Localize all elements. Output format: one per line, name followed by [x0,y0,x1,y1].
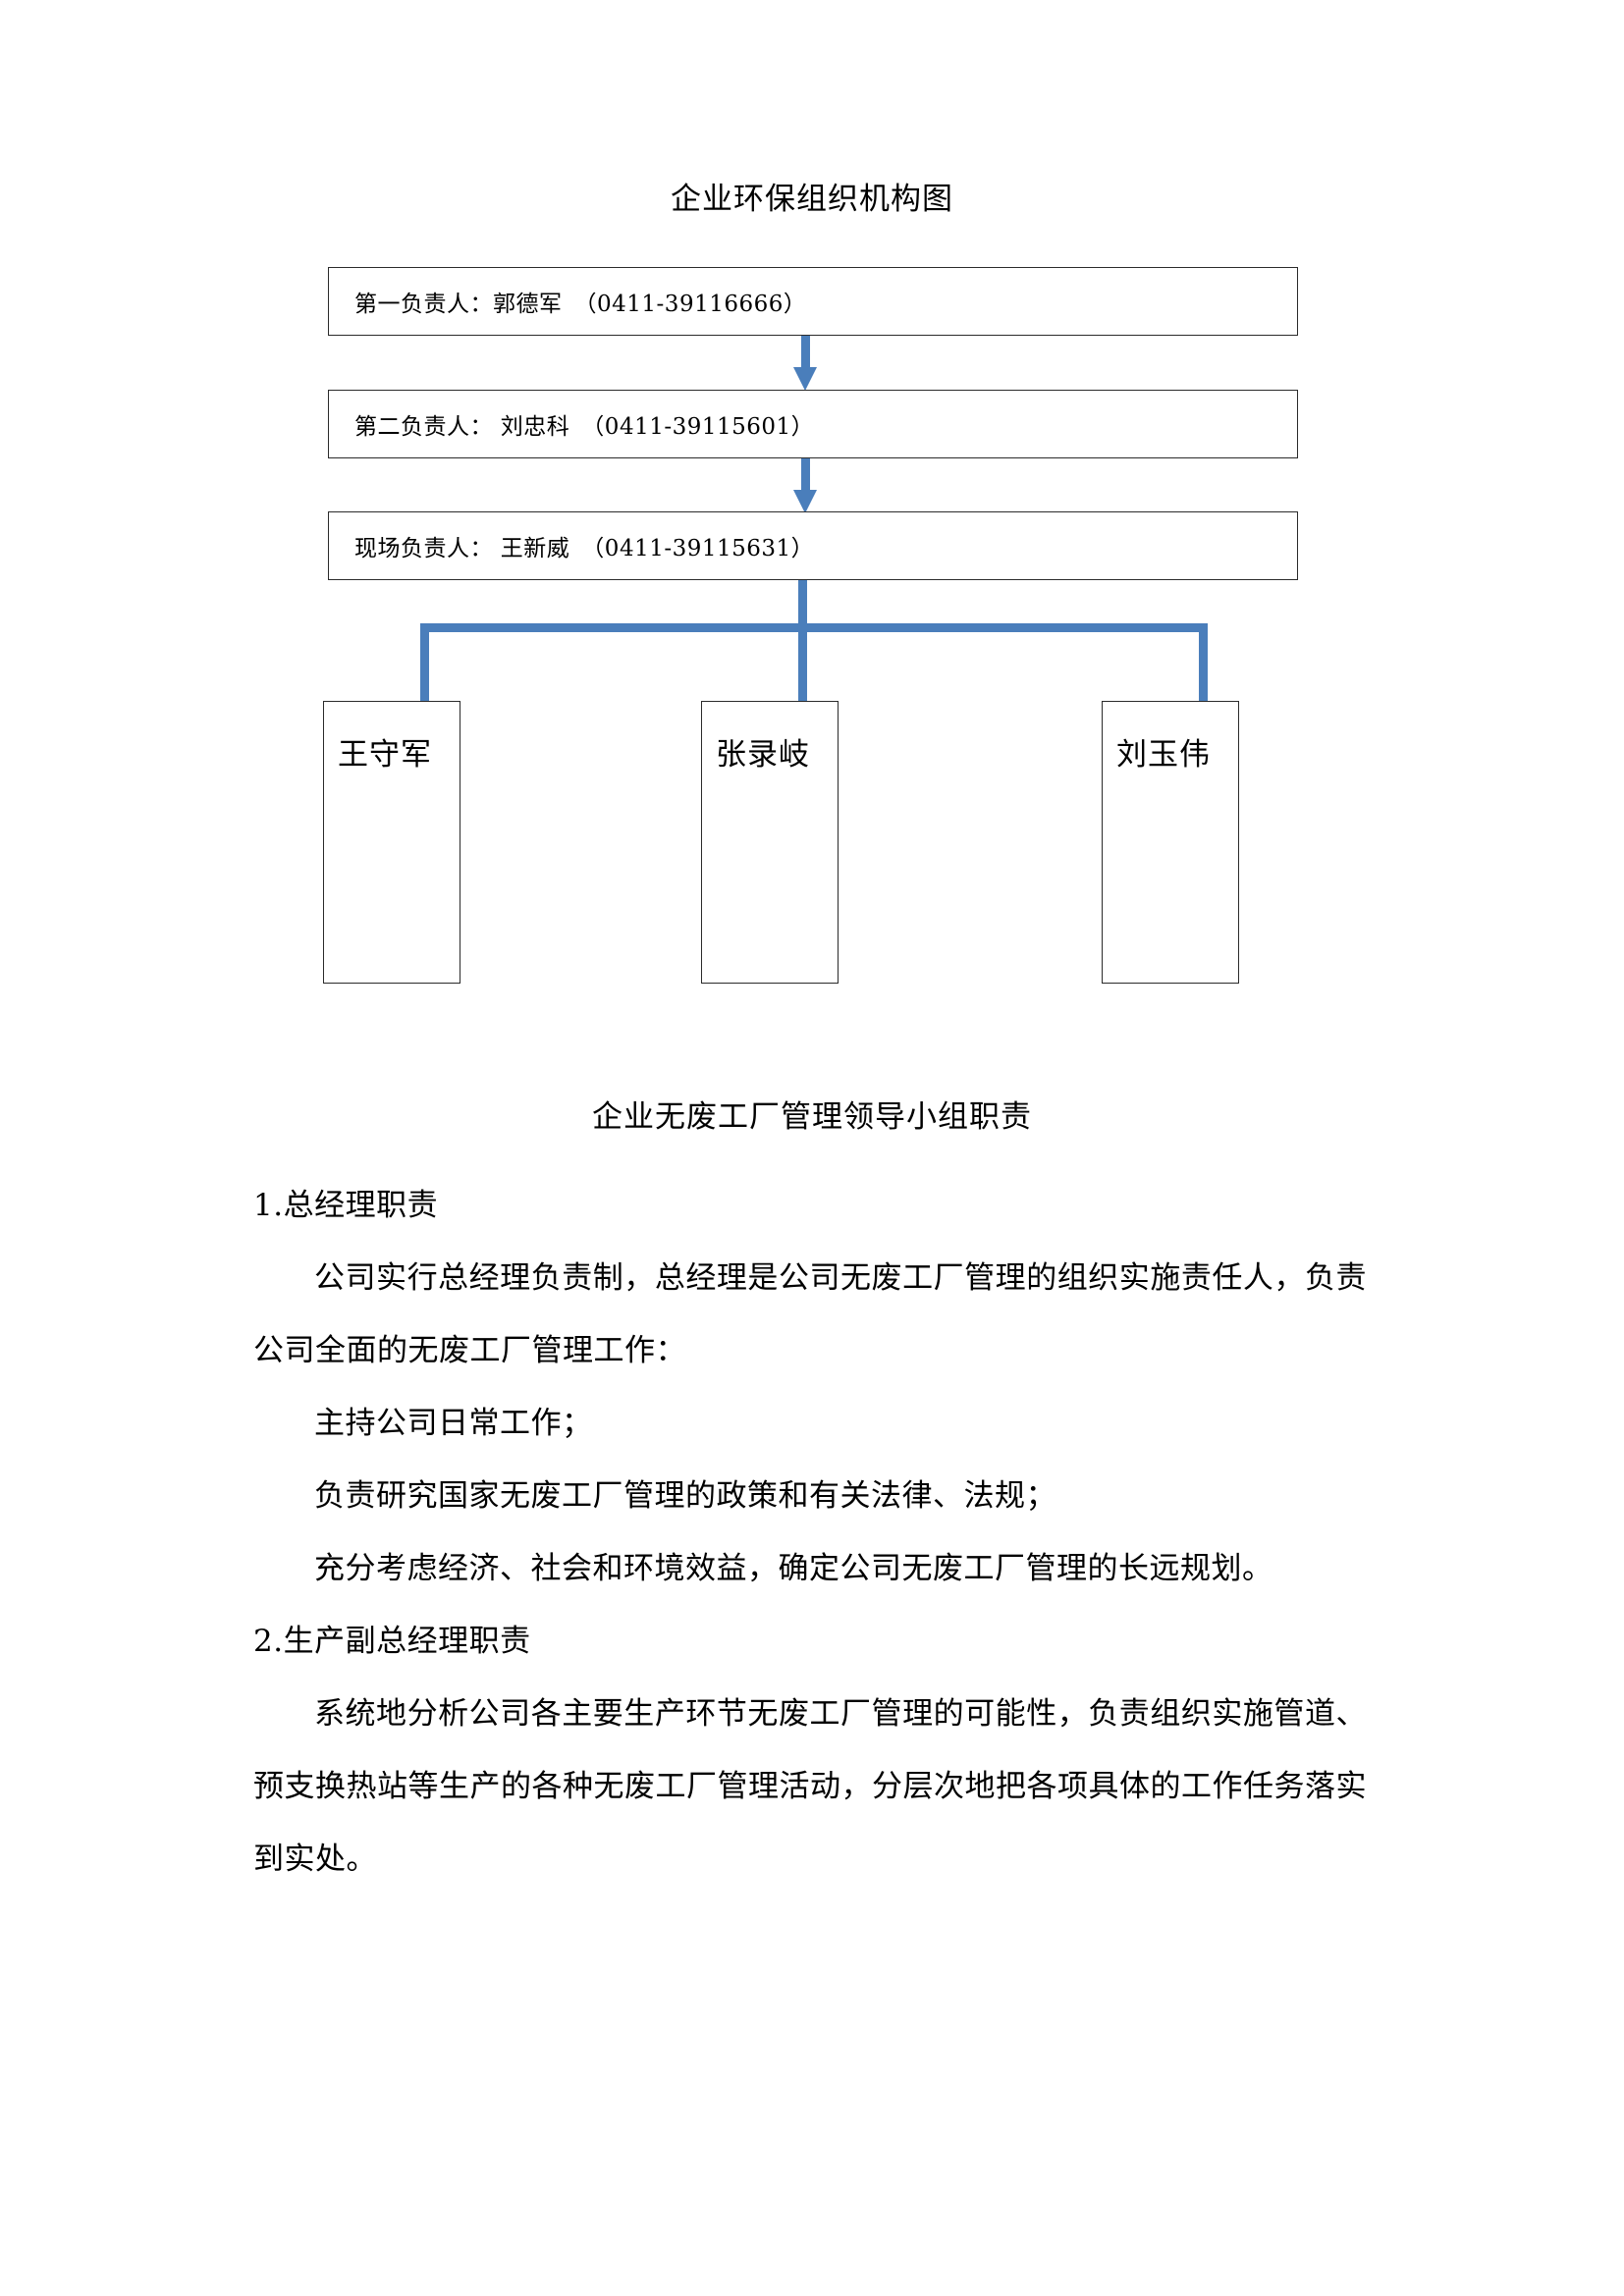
arrow-head [793,490,817,513]
org-node-first-responsible-label: 第一负责人：郭德军 （0411-39116666） [354,292,807,317]
arrow-head [793,367,817,391]
org-node-second-responsible-label: 第二负责人： 刘忠科 （0411-39115601） [354,414,815,440]
org-node-first-responsible: 第一负责人：郭德军 （0411-39116666） [328,267,1298,336]
paragraph-2-body: 系统地分析公司各主要生产环节无废工厂管理的可能性，负责组织实施管道、预支换热站等… [253,1696,1367,1878]
org-node-member-3: 刘玉伟 [1102,701,1239,984]
bracket-drop-1 [420,623,429,704]
bracket-drop-2 [798,623,807,704]
bracket-stem [798,580,807,628]
org-node-second-responsible: 第二负责人： 刘忠科 （0411-39115601） [328,390,1298,458]
paragraph-duty-policy: 负责研究国家无废工厂管理的政策和有关法律、法规； [314,1478,1056,1515]
org-node-site-responsible-label: 现场负责人： 王新威 （0411-39115631） [354,536,815,561]
org-node-member-1: 王守军 [323,701,460,984]
paragraph-duty-daily: 主持公司日常工作； [314,1406,593,1442]
diagram-title: 企业环保组织机构图 [671,182,953,217]
arrow-shaft [801,458,810,496]
body-text: 1.总经理职责 公司实行总经理负责制，总经理是公司无废工厂管理的组织实施责任人，… [0,1169,1624,1896]
org-node-site-responsible: 现场负责人： 王新威 （0411-39115631） [328,511,1298,580]
arrow-shaft [801,336,810,373]
paragraph-2-heading: 2.生产副总经理职责 [253,1624,531,1660]
arrow-down-icon-2 [790,458,820,513]
org-node-member-3-label: 刘玉伟 [1116,737,1211,773]
org-node-member-2-label: 张录岐 [716,737,810,773]
paragraph-1-body: 公司实行总经理负责制，总经理是公司无废工厂管理的组织实施责任人，负责公司全面的无… [253,1260,1367,1369]
section-heading: 企业无废工厂管理领导小组职责 [592,1099,1032,1135]
bracket-connector [0,580,1624,708]
arrow-down-icon-1 [790,336,820,391]
bracket-horizontal-bar [420,623,1208,632]
paragraph-1-heading: 1.总经理职责 [253,1188,439,1224]
paragraph-duty-planning: 充分考虑经济、社会和环境效益，确定公司无废工厂管理的长远规划。 [314,1551,1273,1587]
org-chart: 第一负责人：郭德军 （0411-39116666） 第二负责人： 刘忠科 （04… [0,0,1624,1041]
prose-section: 企业无废工厂管理领导小组职责 1.总经理职责 公司实行总经理负责制，总经理是公司… [0,1099,1624,1896]
org-node-member-2: 张录岐 [701,701,839,984]
bracket-drop-3 [1199,623,1208,704]
org-node-member-1-label: 王守军 [338,737,432,773]
